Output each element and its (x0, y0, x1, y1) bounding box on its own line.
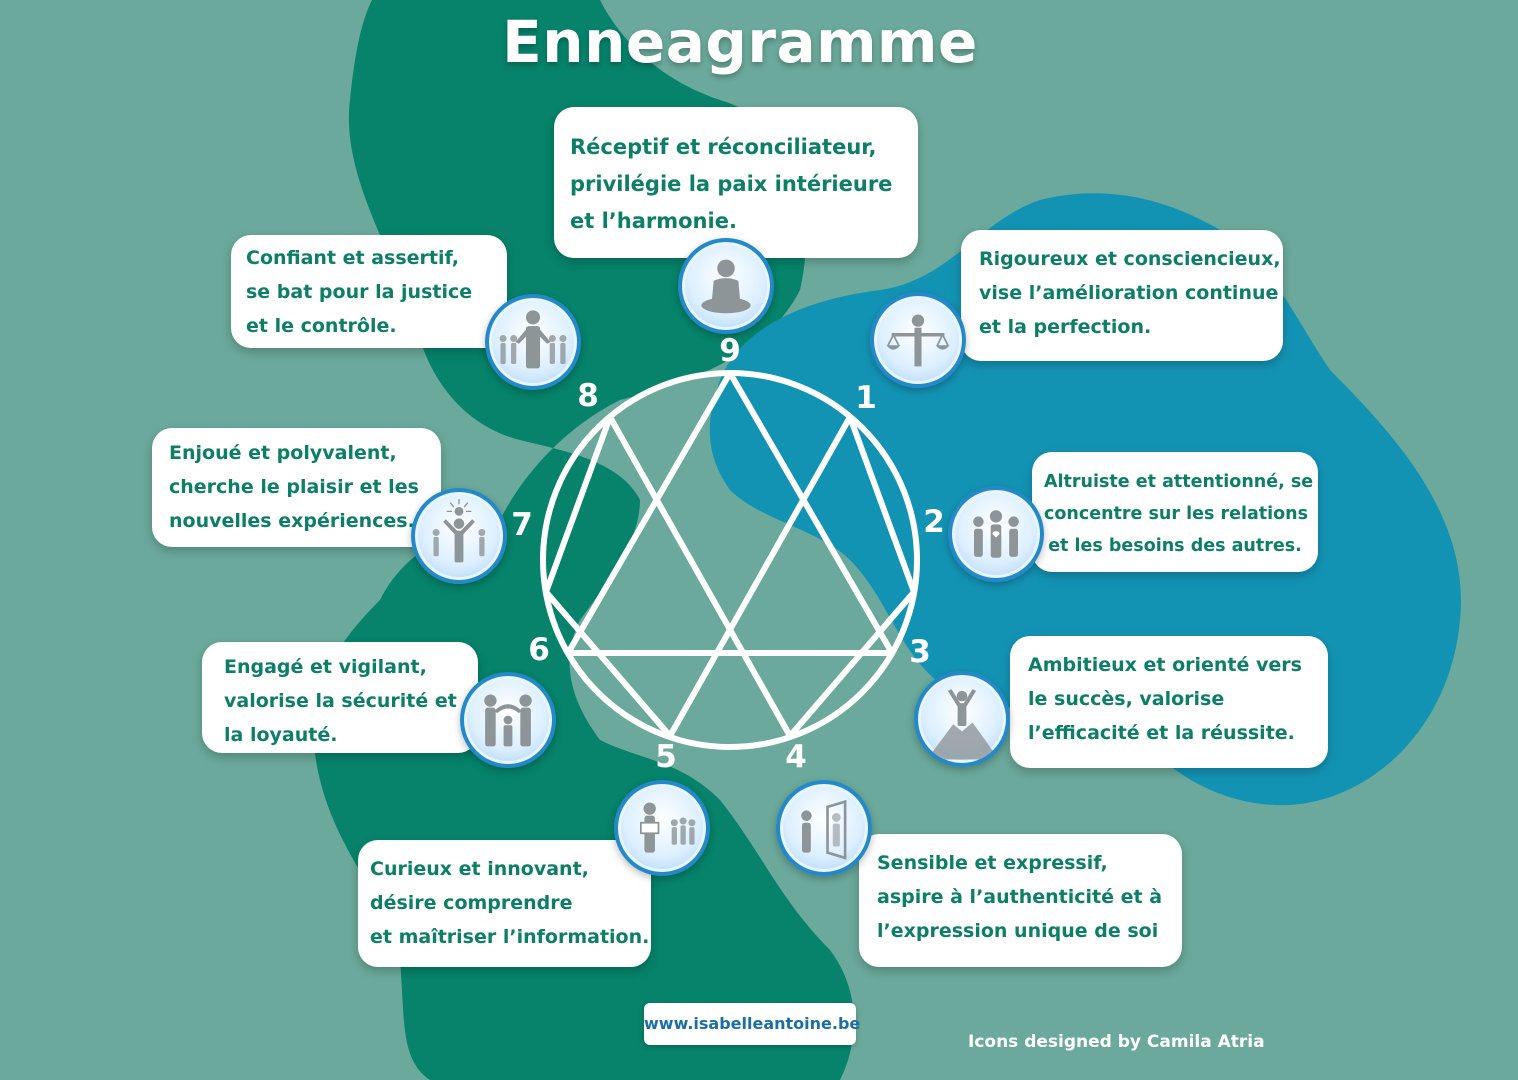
helper-group-icon (948, 486, 1044, 582)
type-7-line: Enjoué et polyvalent, (169, 442, 397, 464)
type-4-card: Sensible et expressif, aspire à l’authen… (859, 834, 1182, 967)
type-9-line: et l’harmonie. (570, 209, 737, 233)
type-3-line: le succès, valorise (1028, 688, 1225, 710)
type-4-line: Sensible et expressif, (877, 852, 1108, 874)
reader-icon (614, 780, 710, 876)
type-number-6: 6 (528, 632, 550, 668)
type-number-3: 3 (909, 634, 931, 670)
mirror-icon (776, 780, 872, 876)
page-title: Enneagramme (502, 8, 978, 76)
scales-icon (870, 292, 966, 388)
type-4-line: aspire à l’authenticité et à (877, 886, 1163, 908)
type-1-line: vise l’amélioration continue (979, 282, 1279, 304)
type-8-line: et le contrôle. (246, 315, 397, 337)
type-number-5: 5 (655, 739, 677, 775)
type-number-8: 8 (577, 378, 599, 414)
type-2-card: Altruiste et attentionné, se concentre s… (1032, 452, 1318, 572)
type-5-line: Curieux et innovant, (370, 858, 589, 880)
enneagram-circle (540, 370, 920, 750)
type-9-line: privilégie la paix intérieure (570, 172, 893, 196)
type-6-line: Engagé et vigilant, (224, 656, 427, 678)
type-8-line: se bat pour la justice (246, 281, 473, 303)
type-5-card: Curieux et innovant, désire comprendre e… (358, 840, 651, 967)
type-1-card: Rigoureux et consciencieux, vise l’améli… (961, 230, 1283, 361)
type-6-line: la loyauté. (224, 724, 338, 746)
leader-icon (485, 294, 581, 390)
type-7-line: cherche le plaisir et les (169, 476, 419, 498)
idea-person-icon (411, 488, 507, 584)
type-6-line: valorise la sécurité et (224, 690, 457, 712)
type-3-card: Ambitieux et orienté vers le succès, val… (1010, 636, 1328, 768)
type-4-line: l’expression unique de soi (877, 920, 1159, 942)
website-link[interactable]: www.isabelleantoine.be (644, 1003, 860, 1045)
type-5-line: désire comprendre (370, 892, 573, 914)
type-3-line: l’efficacité et la réussite. (1028, 722, 1295, 744)
type-5-line: et maîtriser l’information. (370, 926, 650, 948)
enneagram-hexad (543, 414, 917, 739)
type-number-9: 9 (719, 333, 741, 369)
type-3-line: Ambitieux et orienté vers (1028, 654, 1302, 676)
type-8-card: Confiant et assertif, se bat pour la jus… (231, 235, 507, 348)
type-2-line: et les besoins des autres. (1048, 536, 1302, 556)
type-9-line: Réceptif et réconciliateur, (570, 135, 877, 159)
enneagram-figure (540, 370, 920, 750)
type-1-line: Rigoureux et consciencieux, (979, 248, 1281, 270)
type-2-line: Altruiste et attentionné, se (1044, 472, 1314, 492)
type-9-card: Réceptif et réconciliateur, privilégie l… (554, 107, 918, 258)
type-number-4: 4 (785, 739, 807, 775)
type-number-7: 7 (511, 507, 533, 543)
type-2-line: concentre sur les relations (1044, 504, 1309, 524)
type-7-line: nouvelles expériences. (169, 510, 415, 532)
protector-icon (460, 672, 556, 768)
type-6-card: Engagé et vigilant, valorise la sécurité… (202, 642, 478, 753)
meditation-icon (678, 238, 774, 334)
icon-credit: Icons designed by Camila Atria (968, 1032, 1265, 1052)
type-7-card: Enjoué et polyvalent, cherche le plaisir… (152, 428, 441, 547)
summit-icon (914, 671, 1010, 767)
type-number-1: 1 (855, 380, 877, 416)
type-8-line: Confiant et assertif, (246, 247, 459, 269)
type-number-2: 2 (923, 504, 945, 540)
type-1-line: et la perfection. (979, 316, 1152, 338)
enneagram-triangle (565, 370, 895, 656)
